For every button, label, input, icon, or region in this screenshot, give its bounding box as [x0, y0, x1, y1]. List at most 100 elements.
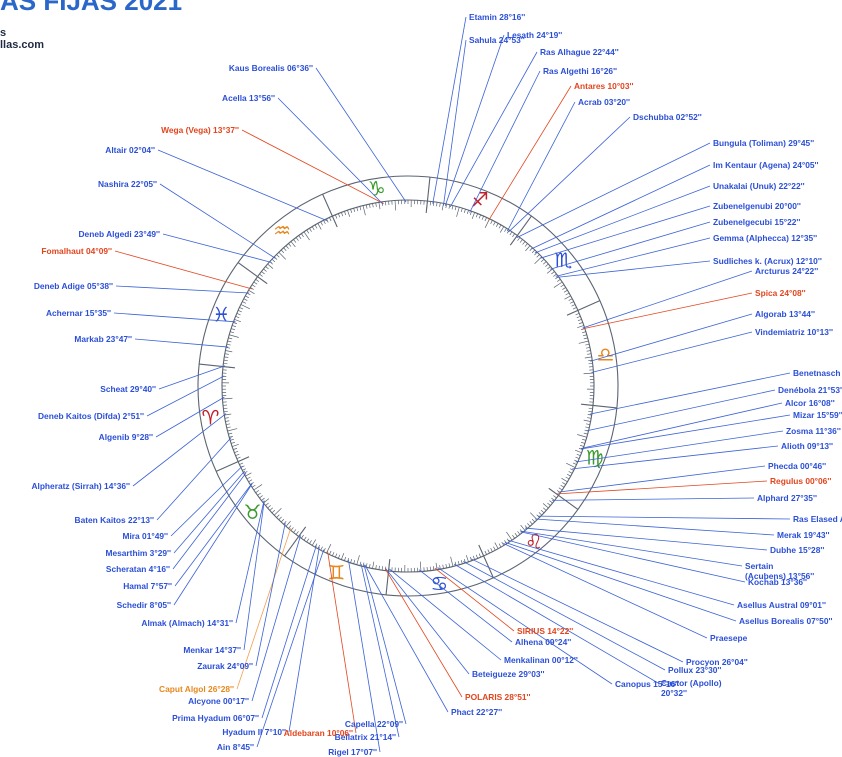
degree-tick [309, 228, 312, 232]
degree-tick [542, 503, 549, 509]
degree-tick [227, 340, 232, 343]
degree-tick [493, 221, 496, 226]
star-label: Mesarthim 3°29'' [105, 548, 171, 558]
degree-tick [253, 281, 258, 285]
star-label: Praesepe [710, 633, 748, 643]
degree-tick [448, 563, 451, 568]
degree-tick [448, 204, 451, 209]
leader-line [520, 531, 746, 583]
degree-tick [506, 538, 510, 543]
degree-tick [295, 531, 299, 535]
degree-tick [263, 268, 267, 272]
leader-line [348, 560, 381, 753]
degree-tick [276, 514, 280, 518]
degree-tick [525, 245, 531, 252]
degree-tick [303, 231, 310, 241]
degree-tick [350, 208, 353, 214]
degree-tick [547, 502, 551, 506]
star-label: Asellus Borealis 07°50'' [739, 616, 832, 626]
degree-tick [378, 565, 380, 570]
star-label: Beteigueze 29°03'' [472, 669, 545, 679]
degree-tick [478, 214, 481, 219]
degree-tick [350, 558, 353, 564]
star-label: Antares 10°03'' [574, 81, 633, 91]
degree-tick [570, 301, 574, 304]
degree-tick [335, 214, 338, 219]
degree-tick [228, 432, 233, 435]
degree-tick [475, 554, 479, 559]
degree-tick [520, 524, 526, 531]
degree-tick [553, 495, 557, 499]
leader-line [590, 313, 753, 362]
leader-line [256, 549, 325, 748]
leader-line [589, 372, 791, 415]
leader-line [115, 285, 250, 294]
star-label: Etamin 28°16'' [469, 12, 525, 22]
degree-tick [230, 438, 235, 441]
leader-line [156, 437, 232, 521]
leader-line [550, 221, 711, 270]
degree-tick [239, 307, 244, 310]
degree-tick [484, 217, 487, 222]
degree-tick [257, 492, 261, 496]
leader-line [157, 149, 328, 222]
degree-tick [588, 410, 593, 413]
degree-tick [230, 328, 236, 331]
star-label: Prima Hyadum 06°07'' [172, 713, 259, 723]
degree-tick [329, 550, 332, 555]
leader-line [530, 164, 711, 250]
star-label: Mira 01°49'' [122, 531, 168, 541]
degree-tick [242, 468, 246, 471]
leader-line [170, 465, 243, 537]
degree-tick [583, 419, 591, 422]
leader-line [159, 183, 276, 259]
degree-tick [506, 229, 510, 234]
leader-line [134, 338, 229, 348]
degree-tick [543, 261, 547, 265]
degree-tick [378, 202, 381, 210]
leader-line [277, 97, 383, 205]
degree-tick [301, 233, 304, 238]
star-label-line-2: 20°32'' [661, 688, 687, 698]
degree-tick [329, 217, 332, 222]
degree-tick [469, 556, 472, 561]
degree-tick [251, 284, 256, 288]
star-label: Im Kentaur (Agena) 24°05'' [713, 160, 819, 170]
degree-tick [344, 211, 347, 216]
star-label: Asellus Austral 09°01'' [737, 600, 826, 610]
star-label: Lesath 24°19'' [507, 30, 562, 40]
leader-line [114, 250, 252, 290]
star-label: Sudliches k. (Acrux) 12°10'' [713, 256, 822, 266]
degree-tick [512, 233, 515, 238]
degree-tick [224, 413, 232, 416]
degree-tick [232, 325, 237, 328]
degree-tick [570, 468, 574, 471]
degree-tick [226, 343, 231, 346]
degree-tick [498, 543, 502, 548]
degree-tick [250, 287, 254, 290]
star-label: Algorab 13°44'' [755, 309, 815, 319]
scorpio-glyph: ♏ [554, 248, 572, 272]
degree-tick [276, 254, 280, 258]
aries-glyph: ♈ [201, 405, 219, 429]
leader-line [524, 527, 768, 551]
star-label: Altair 02°04'' [105, 145, 155, 155]
degree-tick [365, 204, 368, 209]
degree-tick [517, 531, 521, 535]
degree-tick [524, 243, 528, 247]
degree-tick [432, 201, 435, 206]
degree-tick [585, 426, 590, 429]
star-label: Sahula 24°53'' [469, 35, 525, 45]
degree-tick [226, 426, 231, 429]
leader-line [503, 543, 708, 639]
libra-glyph: ♎ [597, 343, 615, 367]
leader-line [235, 500, 265, 624]
star-label: Menkar 14°37'' [183, 645, 241, 655]
degree-tick [356, 207, 359, 212]
degree-tick [232, 443, 239, 447]
degree-tick [572, 307, 577, 310]
degree-tick [311, 539, 317, 546]
degree-tick [514, 533, 518, 537]
sign-divider [425, 177, 431, 214]
degree-tick [439, 565, 441, 570]
